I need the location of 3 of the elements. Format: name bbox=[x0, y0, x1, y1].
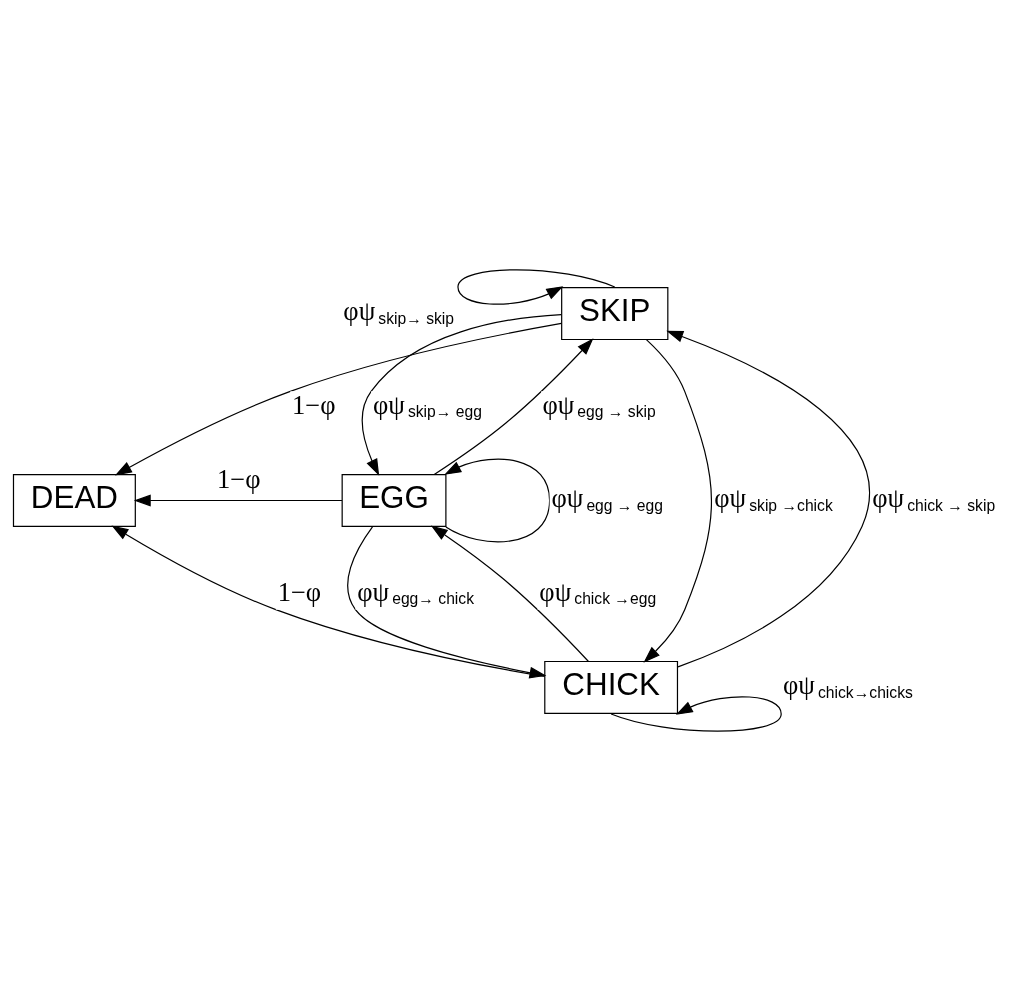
edge-label: 1−φ bbox=[292, 389, 336, 420]
edge-label: 1−φ bbox=[277, 576, 322, 607]
edge-label: 1−φ bbox=[217, 463, 261, 494]
